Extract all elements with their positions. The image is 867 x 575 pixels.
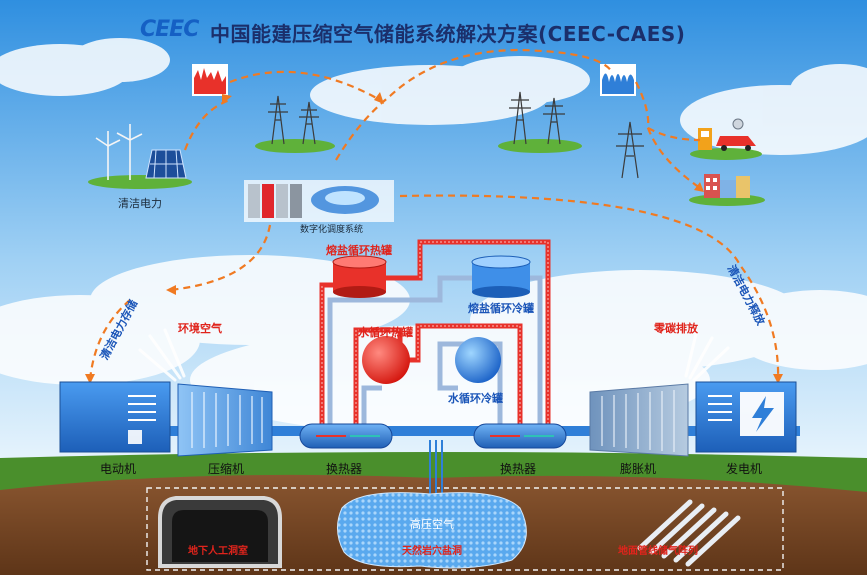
heat-exchanger-right [473,423,567,449]
label-hx-right: 换热器 [500,462,537,476]
label-hx-left: 换热器 [326,462,363,476]
ceec-logo: CEEC [140,17,199,42]
pipe-array [637,499,741,567]
digital-dispatch-icon [244,180,394,222]
exhaust-streaks [684,332,730,382]
lightning-icon [752,396,774,432]
label-high-pressure-air: 高压空气 [410,518,454,531]
label-zero-carbon: 零碳排放 [654,322,698,335]
label-ambient-air: 环境空气 [178,322,222,335]
artificial-cavern [158,496,282,568]
arrow-heads [85,92,783,384]
ambient-air-streaks [138,328,186,382]
solar-panel-icon [145,149,187,179]
power-curve-icon [192,64,228,96]
label-artificial-cavern: 地下人工洞室 [188,546,248,557]
buildings-icon [704,174,750,198]
label-generator: 发电机 [726,462,763,476]
water-cold-tank [455,337,501,383]
wind-turbine-icon [95,124,143,180]
label-clean-power: 清洁电力 [118,197,162,210]
transmission-island-right [498,139,582,153]
ev-charging-icon [698,118,756,151]
expander [589,383,689,457]
label-pipe-array: 地面管线储气阵列 [618,546,698,557]
compressor [177,383,273,457]
water-hot-tank [362,336,410,384]
page-title: 中国能建压缩空气储能系统解决方案(CEEC-CAES) [210,22,686,46]
motor [59,381,171,453]
transmission-island-left [255,139,335,153]
shaft-pipe [429,440,443,494]
pylon-icon [509,91,644,179]
salt-cave [337,492,527,569]
label-water-hot: 水循环热罐 [358,326,413,339]
label-expander: 膨胀机 [620,462,657,476]
ev-island [690,148,762,160]
label-compressor: 压缩机 [208,462,245,476]
label-motor: 电动机 [100,462,137,476]
molten-salt-cold-tank [471,255,531,298]
load-curve-icon [600,64,636,96]
label-natural-cave: 天然岩穴盐洞 [402,546,462,557]
generator [695,381,797,453]
label-molten-hot: 熔盐循环热罐 [326,244,392,257]
air-pipe [60,426,800,436]
energy-flow-arrows [88,48,780,381]
label-water-cold: 水循环冷罐 [448,392,503,405]
heat-exchanger-left [299,423,393,449]
label-molten-cold: 熔盐循环冷罐 [468,302,534,315]
pylon-icon [268,95,319,145]
loop-stripes [321,241,549,432]
molten-salt-hot-tank [332,255,387,298]
underground-storage-frame [146,487,784,571]
label-digital-dispatch: 数字化调度系统 [300,225,364,235]
